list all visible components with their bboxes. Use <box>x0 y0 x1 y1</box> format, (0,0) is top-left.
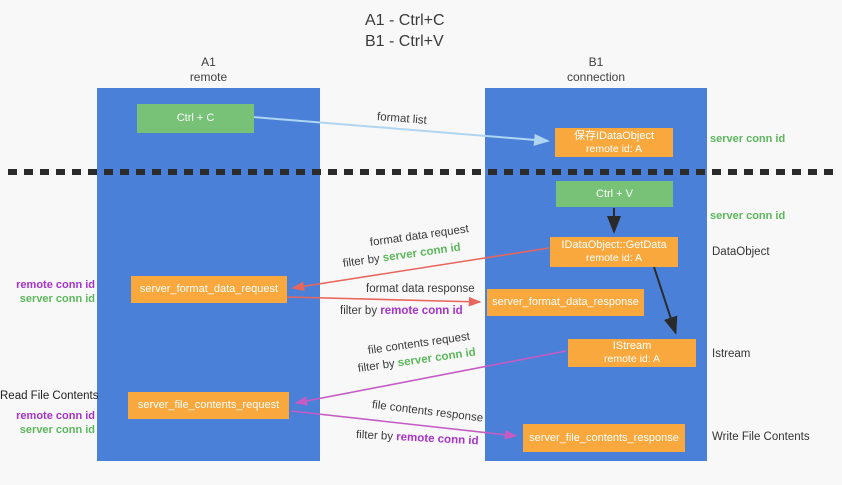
node-server-format-data-response: server_format_data_response <box>487 289 644 316</box>
filter-key-remote-conn-id: remote conn id <box>395 431 479 448</box>
node-getdata-line1: IDataObject::GetData <box>561 239 667 251</box>
node-save-dataobject-line1: 保存IDataObject <box>573 129 655 142</box>
right-label-write-file-contents: Write File Contents <box>712 431 810 443</box>
node-ctrl-c: Ctrl + C <box>137 104 254 133</box>
node-save-dataobject: 保存IDataObject remote id: A <box>555 128 673 157</box>
phase-divider-dotted-line <box>8 169 835 175</box>
right-label-server-conn-id-mid: server conn id <box>710 210 786 222</box>
node-getdata-line2: remote id: A <box>585 252 643 264</box>
diagram-title: A1 - Ctrl+C B1 - Ctrl+V <box>365 10 445 52</box>
node-server-file-contents-request: server_file_contents_request <box>128 392 289 419</box>
right-label-dataobject: DataObject <box>712 246 770 258</box>
node-format-response-label: server_format_data_response <box>492 296 639 308</box>
filter-by-text: filter by <box>357 357 399 375</box>
node-file-response-label: server_file_contents_response <box>529 431 679 444</box>
left-label-read-file-contents: Read File Contents <box>0 390 99 402</box>
node-istream-line1: IStream <box>612 340 652 352</box>
left-labels-format-conn-ids: remote conn id server conn id <box>0 278 95 306</box>
title-line-ctrl-v: B1 - Ctrl+V <box>365 33 444 50</box>
column-a1-role: remote <box>189 70 228 84</box>
column-b1-role: connection <box>566 70 626 84</box>
left-label-file-server-conn-id: server conn id <box>19 424 95 436</box>
node-server-file-contents-response: server_file_contents_response <box>523 424 685 452</box>
left-label-format-remote-conn-id: remote conn id <box>16 279 95 291</box>
column-header-b1: B1 connection <box>485 55 707 85</box>
label-format-data-response-filter: filter by remote conn id <box>340 305 463 317</box>
node-ctrl-c-label: Ctrl + C <box>176 112 215 124</box>
node-format-request-label: server_format_data_request <box>139 283 279 295</box>
node-idataobject-getdata: IDataObject::GetData remote id: A <box>550 237 678 267</box>
left-label-file-remote-conn-id: remote conn id <box>16 410 95 422</box>
right-label-server-conn-id-top: server conn id <box>710 133 786 145</box>
node-ctrl-v: Ctrl + V <box>556 181 673 207</box>
right-label-istream: Istream <box>712 348 751 360</box>
column-a1-name: A1 <box>201 55 216 69</box>
filter-by-text: filter by <box>340 305 381 317</box>
filter-by-text: filter by <box>355 429 397 444</box>
label-file-contents-response: file contents response <box>371 399 484 425</box>
node-save-dataobject-line2: remote id: A <box>585 142 643 155</box>
column-b1-name: B1 <box>588 55 604 69</box>
filter-key-remote-conn-id: remote conn id <box>380 305 463 317</box>
left-labels-file-contents: Read File Contents remote conn id server… <box>0 389 99 437</box>
label-format-data-request-filter: filter by server conn id <box>342 242 461 270</box>
node-file-request-label: server_file_contents_request <box>137 399 280 411</box>
title-line-ctrl-c: A1 - Ctrl+C <box>365 12 445 29</box>
column-header-a1: A1 remote <box>97 55 320 85</box>
node-istream: IStream remote id: A <box>568 339 696 367</box>
left-label-format-server-conn-id: server conn id <box>19 293 95 305</box>
label-format-data-response: format data response <box>366 283 475 295</box>
label-file-contents-response-filter: filter by remote conn id <box>356 429 479 447</box>
filter-by-text: filter by <box>342 252 384 270</box>
node-server-format-data-request: server_format_data_request <box>131 276 287 303</box>
node-istream-line2: remote id: A <box>603 353 661 365</box>
label-format-list: format list <box>376 111 428 127</box>
node-ctrl-v-label: Ctrl + V <box>596 187 633 200</box>
